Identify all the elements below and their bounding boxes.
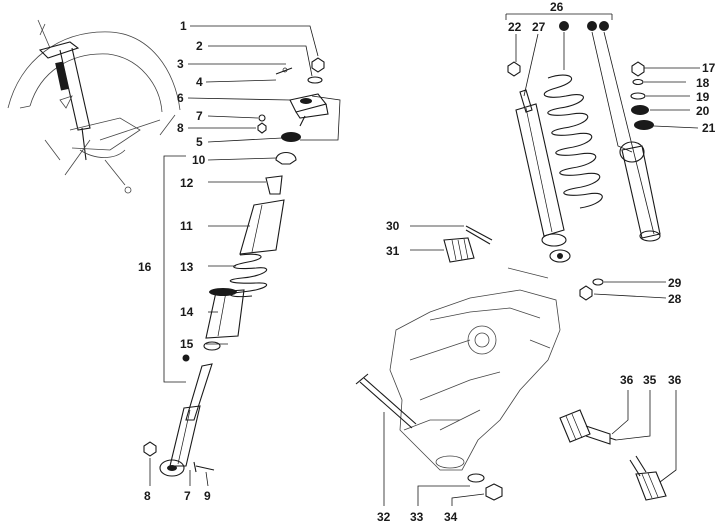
- callout-19: 19: [696, 90, 710, 104]
- callout-5: 5: [196, 135, 203, 149]
- callout-14: 14: [180, 305, 194, 319]
- callout-27: 27: [532, 20, 546, 34]
- callout-15: 15: [180, 337, 194, 351]
- callout-7-bottom: 7: [184, 489, 191, 503]
- callout-30: 30: [386, 219, 400, 233]
- callout-labels: 1 2 3 4 6 7 8 5 10 12 11 13 14 15 16 8 7…: [138, 0, 716, 524]
- rear-shock-assembly: [507, 61, 661, 301]
- callout-16: 16: [138, 260, 152, 274]
- callout-22: 22: [508, 20, 522, 34]
- bracket-16: [163, 155, 186, 383]
- callout-28: 28: [668, 292, 682, 306]
- bullet-27: [559, 21, 569, 31]
- callout-31: 31: [386, 244, 400, 258]
- callout-12: 12: [180, 176, 194, 190]
- callout-36-left: 36: [620, 373, 634, 387]
- callout-32: 32: [377, 510, 391, 524]
- callout-2: 2: [196, 39, 203, 53]
- callout-8-top: 8: [177, 121, 184, 135]
- callout-10: 10: [192, 153, 206, 167]
- callout-13: 13: [180, 260, 194, 274]
- callout-6: 6: [177, 91, 184, 105]
- callout-9: 9: [204, 489, 211, 503]
- callout-33: 33: [410, 510, 424, 524]
- callout-20: 20: [696, 104, 710, 118]
- callout-21: 21: [702, 121, 716, 135]
- callout-18: 18: [696, 76, 710, 90]
- bullet-27c: [599, 21, 609, 31]
- callout-8-bottom: 8: [144, 489, 151, 503]
- callout-35: 35: [643, 373, 657, 387]
- callout-7-top: 7: [196, 109, 203, 123]
- callout-26: 26: [550, 0, 564, 14]
- callout-3: 3: [177, 57, 184, 71]
- callout-17: 17: [702, 61, 716, 75]
- callout-29: 29: [668, 276, 682, 290]
- callout-34: 34: [444, 510, 458, 524]
- callout-4: 4: [196, 75, 203, 89]
- pin-and-bush: [443, 225, 493, 263]
- callout-1: 1: [180, 19, 187, 33]
- callout-36-right: 36: [668, 373, 682, 387]
- knurled-bolts: [559, 409, 667, 501]
- front-wheel-fender-sketch: [7, 19, 181, 194]
- bracket-26: [505, 13, 613, 20]
- engine-case-swing-arm: [355, 267, 561, 501]
- callout-11: 11: [180, 219, 193, 233]
- front-shock-assembly: [143, 57, 329, 477]
- leader-lines: [149, 25, 700, 506]
- bullet-27b: [587, 21, 597, 31]
